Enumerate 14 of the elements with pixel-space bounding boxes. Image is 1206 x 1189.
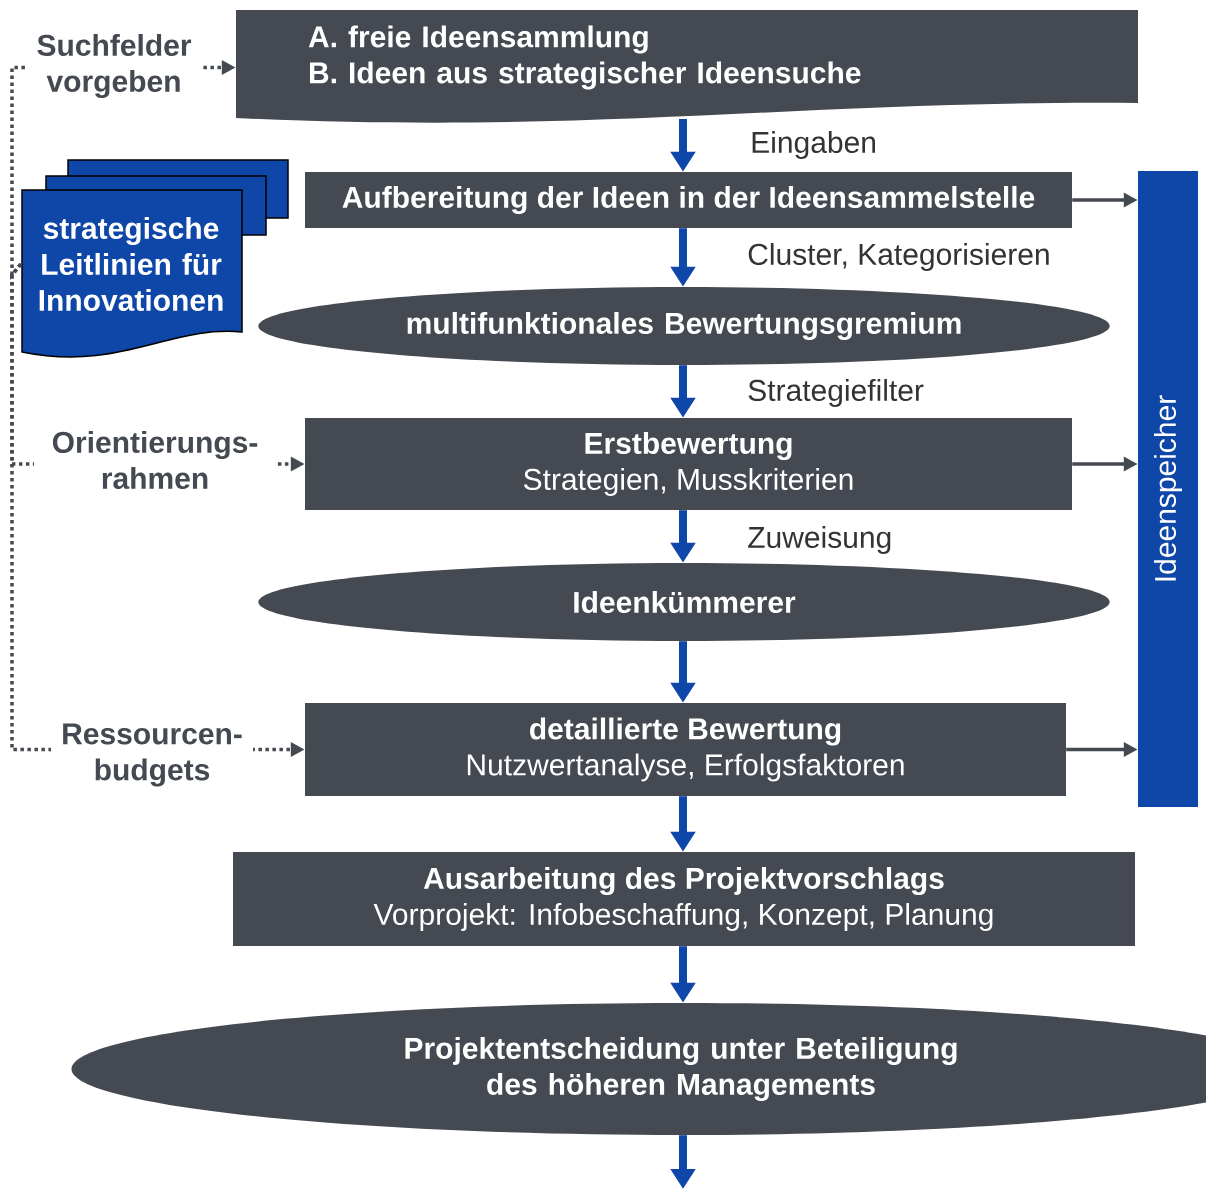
process-box: Erstbewertung Strategien, Musskriterien <box>305 418 1072 510</box>
document-stack: strategische Leitlinien für Innovationen <box>21 159 289 358</box>
edge-label: Orientierungs- rahmen <box>34 430 276 490</box>
edge-label: Cluster, Kategorisieren <box>746 242 1052 272</box>
edge-label: Suchfelder vorgeben <box>25 32 203 100</box>
edge-label: Ressourcen- budgets <box>51 722 253 788</box>
process-box: detaillierte Bewertung Nutzwertanalyse, Erfolgsfaktoren <box>305 703 1066 796</box>
edge-label: Eingaben <box>749 130 878 160</box>
edge-label: Strategiefilter <box>746 378 925 408</box>
process-box: Ausarbeitung des Projektvorschlags Vorprojekt: Infobeschaffung, Konzept, Planung <box>233 852 1135 946</box>
storage-bar: Ideenspeicher <box>1138 171 1198 807</box>
process-banner: A. freie Ideensammlung B. Ideen aus strategischer Ideensuche <box>236 10 1138 123</box>
process-box: Aufbereitung der Ideen in der Ideensammelstelle <box>305 172 1072 228</box>
edge-label: Zuweisung <box>746 525 894 555</box>
